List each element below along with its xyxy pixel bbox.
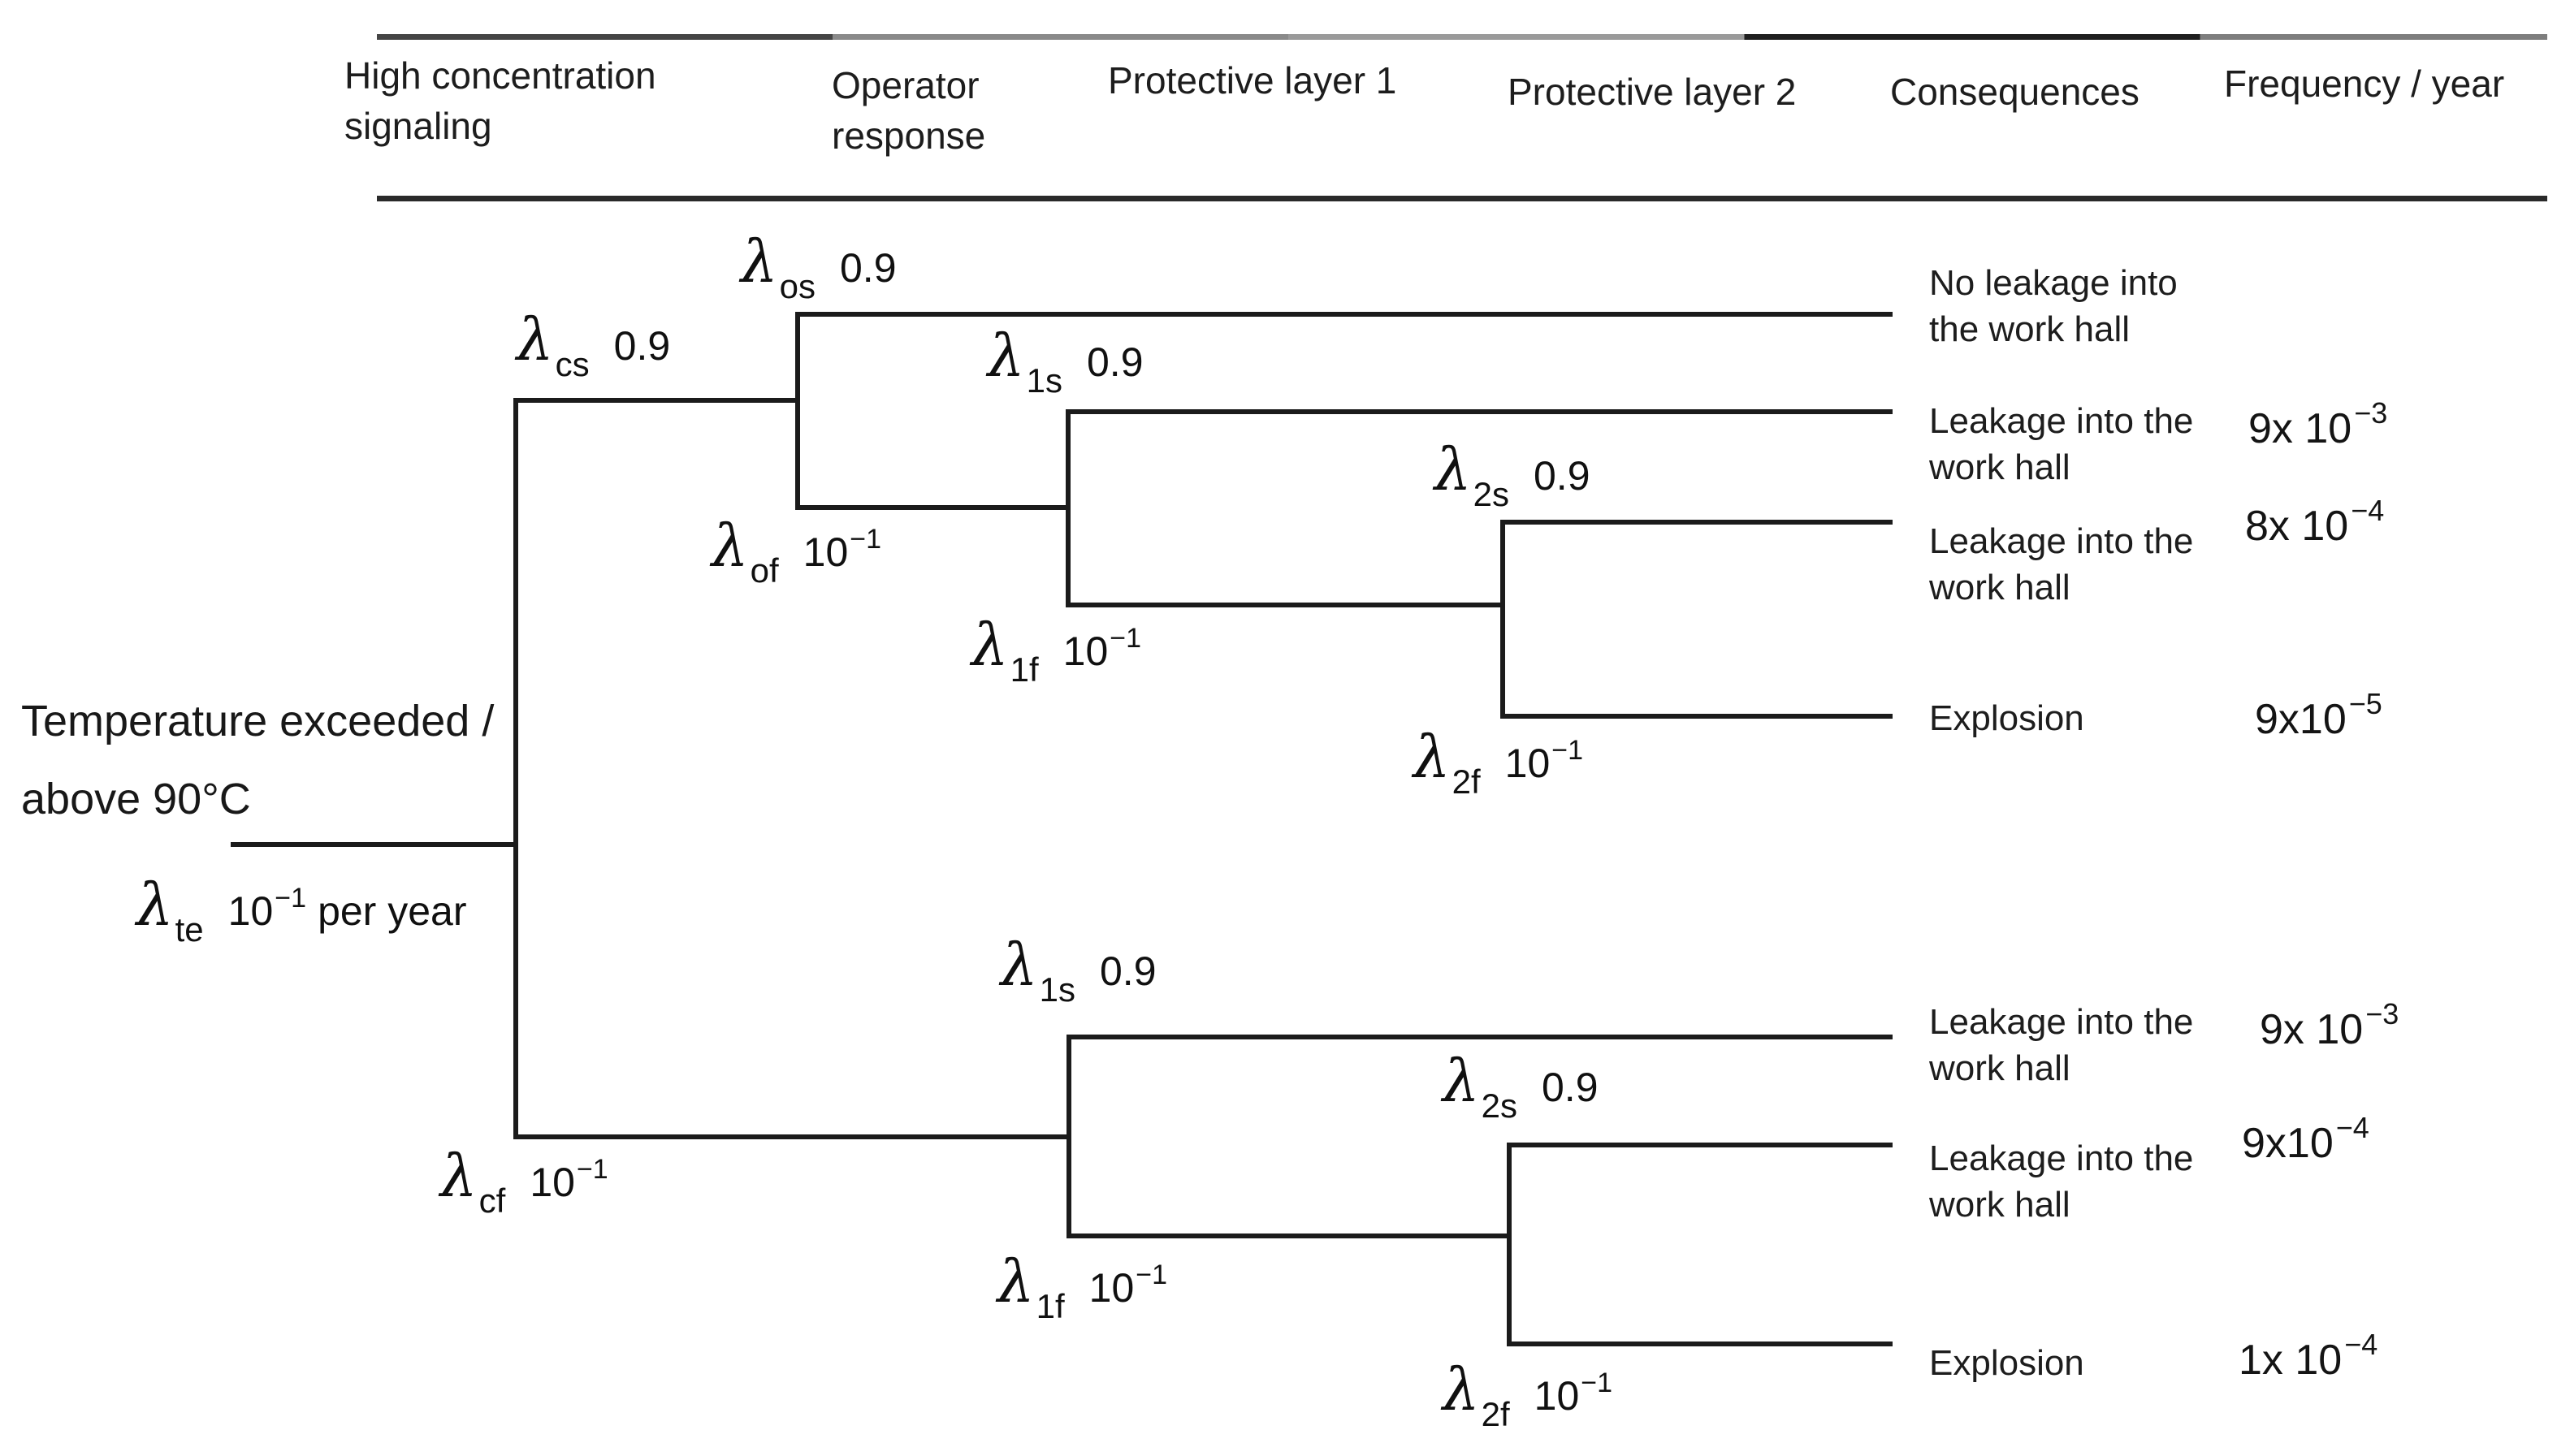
column-header-protective-layer-2: Protective layer 2 — [1508, 71, 1797, 113]
line-branch-1s-success-lower — [1067, 1035, 1893, 1039]
lambda-symbol: λ — [988, 322, 1025, 390]
frequency-value-explosion-lower: 1x 10−4 — [2239, 1328, 2378, 1384]
frequency-value-leakage-3: 9x 10−3 — [2260, 997, 2399, 1053]
line-branch-2s-success-upper — [1500, 520, 1893, 525]
line-split-protective-layer1-upper — [1066, 409, 1071, 607]
initiating-event-title: Temperature exceeded / above 90°C — [21, 697, 495, 823]
line-initiating-event — [231, 842, 518, 847]
lambda-symbol: λ — [1001, 931, 1038, 999]
consequence-leakage-2: Leakage into the work hall — [1929, 521, 2194, 607]
lambda-symbol: λ — [1434, 435, 1472, 503]
consequence-leakage-3: Leakage into the work hall — [1929, 1002, 2194, 1088]
lambda-symbol: λ — [1443, 1047, 1480, 1115]
lambda-symbol: λ — [517, 305, 554, 374]
frequency-value-leakage-1: 9x 10−3 — [2248, 396, 2388, 452]
lambda-symbol: λ — [712, 512, 749, 580]
column-header-consequences: Consequences — [1890, 71, 2140, 113]
line-split-protective-layer1-lower — [1067, 1035, 1071, 1238]
lambda-symbol: λ — [136, 871, 174, 939]
lambda-symbol: λ — [440, 1142, 478, 1210]
column-header-operator-response: Operator response — [832, 64, 986, 157]
consequence-explosion-upper: Explosion — [1929, 698, 2084, 738]
consequence-explosion-lower: Explosion — [1929, 1343, 2084, 1383]
line-split-operator-response — [795, 312, 800, 510]
line-split-signaling — [513, 398, 518, 1139]
lambda-symbol: λ — [1443, 1355, 1480, 1424]
consequence-leakage-1: Leakage into the work hall — [1929, 401, 2194, 487]
column-header-high-concentration-signaling: High concentration signaling — [344, 54, 656, 147]
line-branch-os-success — [795, 312, 1893, 317]
line-branch-2f-failure-upper — [1500, 714, 1893, 719]
line-split-protective-layer2-lower — [1507, 1143, 1512, 1346]
frequency-value-explosion-upper: 9x10−5 — [2255, 687, 2382, 743]
lambda-symbol: λ — [997, 1247, 1035, 1316]
line-branch-cs-success — [513, 398, 800, 403]
line-branch-cf-failure — [513, 1134, 1071, 1139]
frequency-value-leakage-2: 8x 10−4 — [2245, 494, 2385, 550]
line-branch-2s-success-lower — [1507, 1143, 1893, 1147]
header-top-rule — [377, 34, 2547, 40]
line-branch-1s-success-upper — [1066, 409, 1893, 414]
frequency-value-leakage-4: 9x10−4 — [2242, 1111, 2369, 1167]
header-bottom-rule — [377, 196, 2547, 201]
line-branch-1f-failure-upper — [1066, 603, 1505, 607]
line-branch-1f-failure-lower — [1067, 1233, 1512, 1238]
line-split-protective-layer2-upper — [1500, 520, 1505, 719]
lambda-symbol: λ — [741, 227, 778, 296]
line-branch-2f-failure-lower — [1507, 1342, 1893, 1346]
consequence-no-leakage: No leakage into the work hall — [1929, 263, 2178, 349]
lambda-symbol: λ — [1413, 723, 1451, 791]
column-header-protective-layer-1: Protective layer 1 — [1108, 59, 1397, 102]
line-branch-of-failure — [795, 505, 1071, 510]
lambda-symbol: λ — [971, 611, 1009, 679]
column-header-frequency-per-year: Frequency / year — [2224, 63, 2505, 105]
consequence-leakage-4: Leakage into the work hall — [1929, 1138, 2194, 1225]
